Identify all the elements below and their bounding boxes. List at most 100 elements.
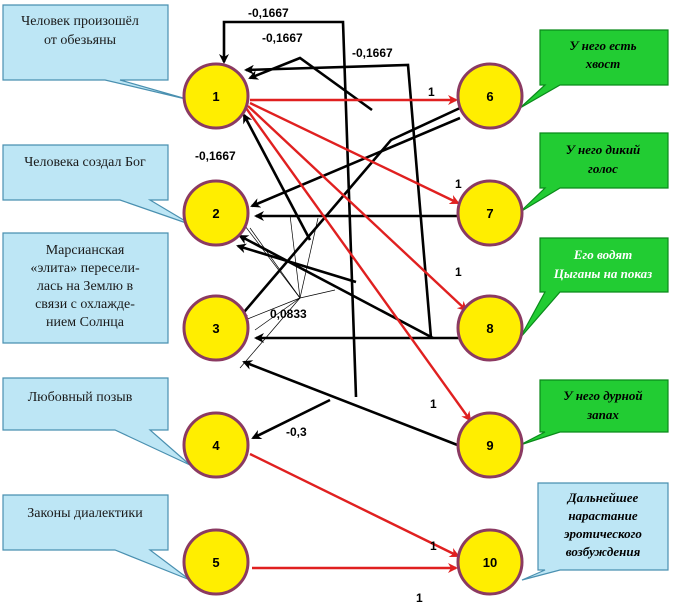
- left-callout-3: Марсианская «элита» пересели- лась на Зе…: [2, 232, 169, 344]
- node-10: 10: [456, 528, 524, 596]
- weight-top-1: -0,1667: [248, 6, 289, 20]
- node-1: 1: [182, 62, 250, 130]
- node-4: 4: [182, 411, 250, 479]
- callout-10-line-2: нарастание: [568, 508, 638, 523]
- callout-3-line-4: связи с охлажде-: [35, 297, 135, 312]
- svg-text:нием Солнца: нием Солнца: [46, 315, 125, 330]
- callout-10-line-3: эротического: [563, 526, 642, 541]
- callout-7-line-1: У него дикий: [566, 142, 641, 157]
- arrow-8-to-2: [238, 234, 434, 340]
- weight-1-7: 1: [455, 177, 462, 191]
- callout-3-line-2: «элита» пересели-: [30, 261, 140, 276]
- weight-4: -0,3: [286, 425, 307, 439]
- svg-text:хвост: хвост: [585, 56, 621, 71]
- node-5-label: 5: [212, 555, 219, 570]
- node-2: 2: [182, 179, 250, 247]
- svg-text:У него дикий: У него дикий: [566, 142, 641, 157]
- callout-1-line-1: Человек произошёл: [21, 14, 139, 29]
- right-callout-8: Его водят Цыганы на показ: [519, 237, 669, 339]
- svg-text:У него дурной: У него дурной: [563, 388, 642, 403]
- node-8-label: 8: [486, 321, 493, 336]
- svg-text:запах: запах: [586, 407, 619, 422]
- red-arrows: [245, 95, 472, 573]
- callout-9-line-2: запах: [586, 407, 619, 422]
- left-callout-5: Законы диалектики: [2, 494, 191, 581]
- callout-3-line-3: лась на Землю в: [37, 279, 134, 294]
- weight-1-9: 1: [430, 397, 437, 411]
- weight-mid: 0,0833: [270, 307, 307, 321]
- callout-3-line-1: Марсианская: [46, 243, 125, 258]
- weight-labels: -0,1667 -0,1667 -0,1667 -0,1667 0,0833 -…: [195, 6, 462, 605]
- arrow-4-to-10: [249, 452, 460, 558]
- node-1-label: 1: [212, 89, 219, 104]
- svg-text:связи с охлажде-: связи с охлажде-: [35, 297, 135, 312]
- callout-10-line-1: Дальнейшее: [567, 490, 639, 505]
- svg-text:Цыганы на показ: Цыганы на показ: [553, 266, 652, 281]
- node-5: 5: [182, 528, 250, 596]
- node-9-label: 9: [486, 438, 493, 453]
- svg-text:«элита» пересели-: «элита» пересели-: [30, 261, 140, 276]
- node-3: 3: [182, 294, 250, 362]
- left-callout-2: Человека создал Бог: [2, 144, 193, 226]
- callout-2-line-1: Человека создал Бог: [24, 155, 146, 170]
- svg-text:Человек произошёл: Человек произошёл: [21, 14, 139, 29]
- callout-1-line-2: от обезьяны: [44, 33, 117, 48]
- left-callout-4: Любовный позыв: [2, 377, 191, 466]
- node-7-label: 7: [486, 206, 493, 221]
- svg-text:Его водят: Его водят: [573, 247, 632, 262]
- weight-top-3: -0,1667: [352, 46, 393, 60]
- node-6-label: 6: [486, 89, 493, 104]
- svg-text:Человека создал Бог: Человека создал Бог: [24, 155, 146, 170]
- arrow-to-4: [251, 398, 331, 440]
- nodes: 1 2 3 4 5 6 7 8 9 10: [182, 62, 524, 596]
- arrow-6-to-3: [237, 106, 461, 320]
- right-callout-10: Дальнейшее нарастание эротического возбу…: [521, 482, 669, 581]
- right-callout-7: У него дикий голос: [519, 132, 669, 213]
- arrow-1-to-3: [242, 113, 312, 241]
- arrow-1-to-7: [249, 101, 460, 205]
- node-3-label: 3: [212, 321, 219, 336]
- arrow-8-to-1: [248, 56, 373, 112]
- arrow-7-to-1: [244, 63, 433, 339]
- callout-9-line-1: У него дурной: [563, 388, 642, 403]
- node-4-label: 4: [212, 438, 220, 453]
- node-10-label: 10: [483, 555, 497, 570]
- svg-text:Любовный позыв: Любовный позыв: [28, 390, 133, 405]
- node-6: 6: [456, 62, 524, 130]
- arrow-6-to-2: [250, 116, 461, 208]
- arrow-loop-top: [219, 20, 358, 398]
- node-8: 8: [456, 294, 524, 362]
- node-9: 9: [456, 411, 524, 479]
- callout-6-line-1: У него есть: [569, 38, 636, 53]
- callout-6-line-2: хвост: [585, 56, 621, 71]
- black-arrows: [219, 20, 461, 448]
- right-callout-6: У него есть хвост: [519, 29, 669, 109]
- node-7: 7: [456, 179, 524, 247]
- weight-5-10: 1: [416, 591, 423, 605]
- arrow-1-to-8: [247, 105, 468, 312]
- callout-8-line-2: Цыганы на показ: [553, 266, 652, 281]
- weight-1-6: 1: [428, 85, 435, 99]
- callout-5-line-1: Законы диалектики: [27, 506, 143, 521]
- arrow-1-to-9: [245, 107, 472, 422]
- svg-text:лась на Землю в: лась на Землю в: [37, 279, 134, 294]
- svg-text:Марсианская: Марсианская: [46, 243, 125, 258]
- right-callout-9: У него дурной запах: [519, 379, 669, 446]
- svg-text:эротического: эротического: [563, 526, 642, 541]
- svg-text:нарастание: нарастание: [568, 508, 638, 523]
- arrow-9-to-3: [242, 360, 461, 448]
- callout-10-line-4: возбуждения: [566, 544, 641, 559]
- arrow-8-to-2b: [236, 243, 357, 284]
- callout-4-line-1: Любовный позыв: [28, 390, 133, 405]
- svg-text:Законы диалектики: Законы диалектики: [27, 506, 143, 521]
- left-callout-1: Человек произошёл от обезьяны: [2, 4, 191, 101]
- svg-text:Дальнейшее: Дальнейшее: [567, 490, 639, 505]
- svg-text:возбуждения: возбуждения: [566, 544, 641, 559]
- svg-text:от обезьяны: от обезьяны: [44, 33, 117, 48]
- weight-top-2: -0,1667: [262, 31, 303, 45]
- weight-4-10: 1: [430, 539, 437, 553]
- node-2-label: 2: [212, 206, 219, 221]
- svg-text:У него есть: У него есть: [569, 38, 636, 53]
- callout-7-line-2: голос: [588, 161, 618, 176]
